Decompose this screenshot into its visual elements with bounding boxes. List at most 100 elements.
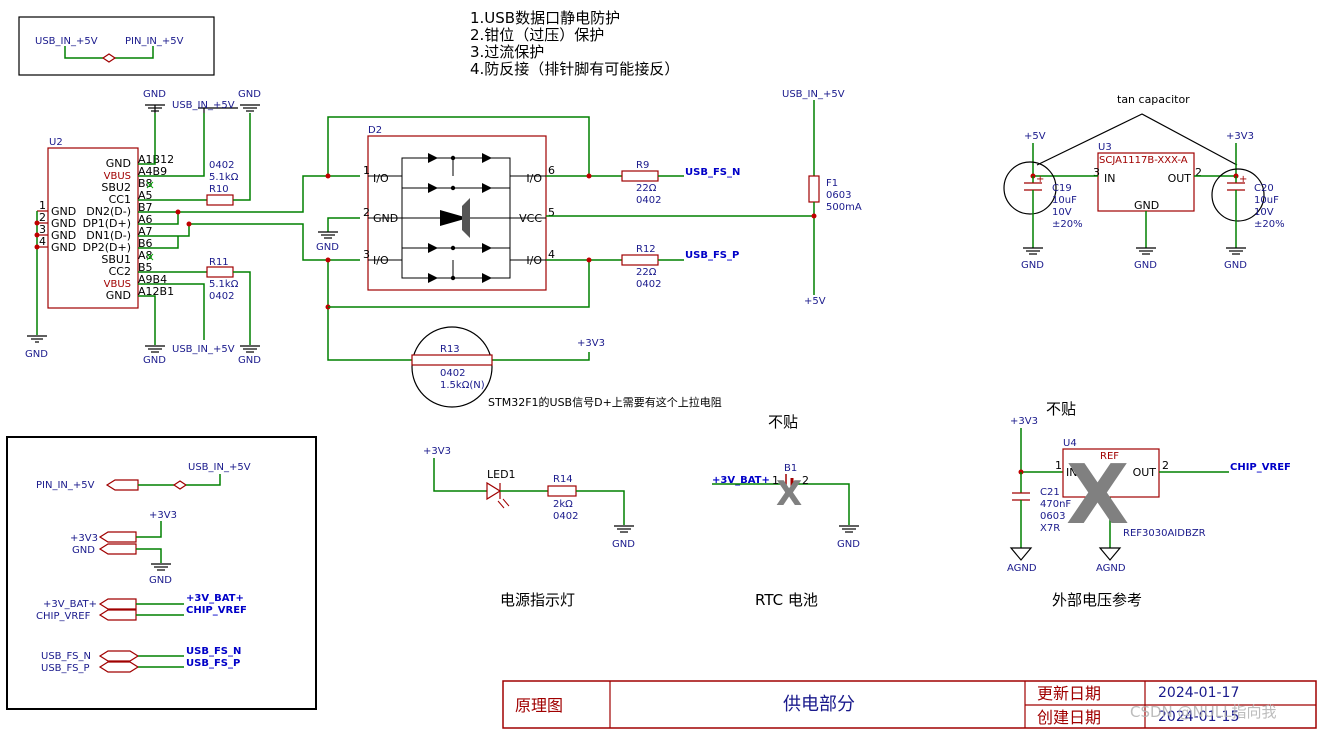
d2-body [367, 135, 547, 291]
net-tie-wire-left [64, 46, 103, 59]
u2-top-wiring: GND USB_IN_+5V GND 0402 5.1kΩ R10 [138, 89, 261, 206]
rtc-pin-1: 1 [772, 474, 779, 487]
r10-gnd-label: GND [238, 89, 261, 100]
port-fsn-net: USB_FS_N [186, 646, 241, 657]
f1-rating: 500mA [826, 202, 862, 213]
u3-out: OUT [1168, 172, 1192, 185]
u2-pin-4: 4 [39, 235, 46, 248]
d2-pin-1: 1 [363, 164, 370, 177]
note-2: 2.钳位（过压）保护 [470, 26, 604, 44]
port-fsn-label: USB_FS_N [41, 651, 91, 662]
d2-pin-3: 3 [363, 248, 370, 261]
u2-pinno-9: B5 [138, 261, 153, 274]
led-caption: 电源指示灯 [500, 591, 575, 609]
u4-dnp-mark: X [1066, 448, 1129, 543]
u2-pinno-4: B7 [138, 201, 153, 214]
rtc-dnp-mark: X [776, 474, 802, 514]
u2-left-name-3: GND [51, 229, 76, 242]
r9-size: 0402 [636, 195, 661, 206]
watermark: CSDN @NULL指向我 [1130, 703, 1276, 721]
f1-5v-label: +5V [804, 296, 826, 307]
c21-value: 470nF [1040, 499, 1071, 510]
led-icon [486, 481, 502, 501]
port-usb-in-label: USB_IN_+5V [188, 462, 251, 473]
created-label: 创建日期 [1037, 708, 1101, 727]
u2-pinno-1: A4B9 [138, 165, 167, 178]
net-tie-usb-label: USB_IN_+5V [35, 36, 98, 47]
u2-name-8: SBU1 [101, 253, 131, 266]
u2-pin-1: 1 [39, 199, 46, 212]
u2-ref: U2 [49, 137, 63, 148]
ldo-u3: tan capacitor U3 SCJA1117B-XXX-A IN OUT … [1003, 93, 1285, 271]
tan-capacitor-label: tan capacitor [1117, 93, 1190, 106]
u4-out: OUT [1133, 466, 1157, 479]
u2-bottom-wiring: R11 5.1kΩ 0402 GND USB_IN_+5V GND [138, 257, 261, 366]
u2-name-3: CC1 [109, 193, 131, 206]
pullup-r13: R13 0402 1.5kΩ(N) STM32F1的USB信号D+上需要有这个上… [411, 326, 722, 409]
port-vref-label: CHIP_VREF [36, 611, 91, 622]
u4-part: REF3030AIDBZR [1123, 528, 1206, 539]
u2-pinno-0: A1B12 [138, 153, 174, 166]
c21-dielectric: X7R [1040, 523, 1060, 534]
u4-in: IN [1066, 466, 1077, 479]
u2-left-name-2: GND [51, 217, 76, 230]
r14-body [547, 485, 577, 497]
f1-usb-label: USB_IN_+5V [782, 89, 845, 100]
u2-name-10: VBUS [104, 279, 131, 290]
c19-tol: ±20% [1052, 219, 1083, 230]
d2-ref: D2 [368, 125, 382, 136]
u4-pin-2: 2 [1162, 459, 1169, 472]
u2-left-name-4: GND [51, 241, 76, 254]
u2-pinno-6: A7 [138, 225, 153, 238]
u2-name-7: DP2(D+) [83, 241, 131, 254]
ref-3v3-label: +3V3 [1010, 416, 1038, 427]
f1-ref: F1 [826, 178, 838, 189]
d2-tvs-icon [440, 210, 468, 226]
port-bat-net: +3V_BAT+ [186, 593, 244, 604]
u4-agnd-label: AGND [1096, 563, 1126, 574]
rtc-caption: RTC 电池 [755, 591, 818, 609]
u2-name-2: SBU2 [101, 181, 131, 194]
u2-pin-2: 2 [39, 211, 46, 224]
u2-name-11: GND [106, 289, 131, 302]
title-block: 原理图 供电部分 更新日期 创建日期 2024-01-17 2024-01-15… [502, 680, 1317, 729]
port-fsp-net: USB_FS_P [186, 658, 240, 669]
led-gnd-label: GND [612, 539, 635, 550]
u2-bottom-gnd-label: GND [143, 355, 166, 366]
u2-top-usb-label: USB_IN_+5V [172, 100, 235, 111]
u2-left-gnd-label: GND [25, 349, 48, 360]
u4-pin-1: 1 [1055, 459, 1062, 472]
c21-size: 0603 [1040, 511, 1065, 522]
r13-highlight [411, 326, 493, 408]
created-date: 2024-01-15 [1158, 709, 1239, 725]
c20-3v3-label: +3V3 [1226, 131, 1254, 142]
r14-value: 2kΩ [553, 499, 573, 510]
port-3v3-net: +3V3 [149, 510, 177, 521]
d2-pin-2: 2 [363, 206, 370, 219]
r11-ref: R11 [209, 257, 229, 268]
net-tie-wire-right [115, 46, 154, 59]
fuse-f1: USB_IN_+5V F1 0603 500mA +5V [546, 89, 862, 307]
r10-size: 0402 [209, 160, 234, 171]
r10-body [206, 194, 234, 206]
u2-pinno-3: A5 [138, 189, 153, 202]
port-gnd-net: GND [149, 575, 172, 586]
port-fsp-label: USB_FS_P [41, 663, 89, 674]
r10-ref: R10 [209, 184, 229, 195]
c21-agnd-label: AGND [1007, 563, 1037, 574]
r12-ref: R12 [636, 244, 656, 255]
r11-size: 0402 [209, 291, 234, 302]
r13-ref: R13 [440, 344, 460, 355]
r12-body [621, 254, 659, 266]
rtc-pin-2: 2 [802, 474, 809, 487]
c21-ref: C21 [1040, 487, 1060, 498]
c19-value: 10uF [1052, 195, 1077, 206]
c20-gnd-label: GND [1224, 260, 1247, 271]
rtc-bat-net: +3V_BAT+ [712, 475, 770, 486]
c19-5v-label: +5V [1024, 131, 1046, 142]
u4-body [1062, 448, 1160, 498]
c19-ref: C19 [1052, 183, 1072, 194]
u2-body [47, 147, 139, 309]
voltage-reference: 不贴 +3V3 U4 REF IN OUT 1 2 CHIP_VREF AGND… [1007, 400, 1291, 609]
svg-text:+: + [1036, 174, 1044, 185]
